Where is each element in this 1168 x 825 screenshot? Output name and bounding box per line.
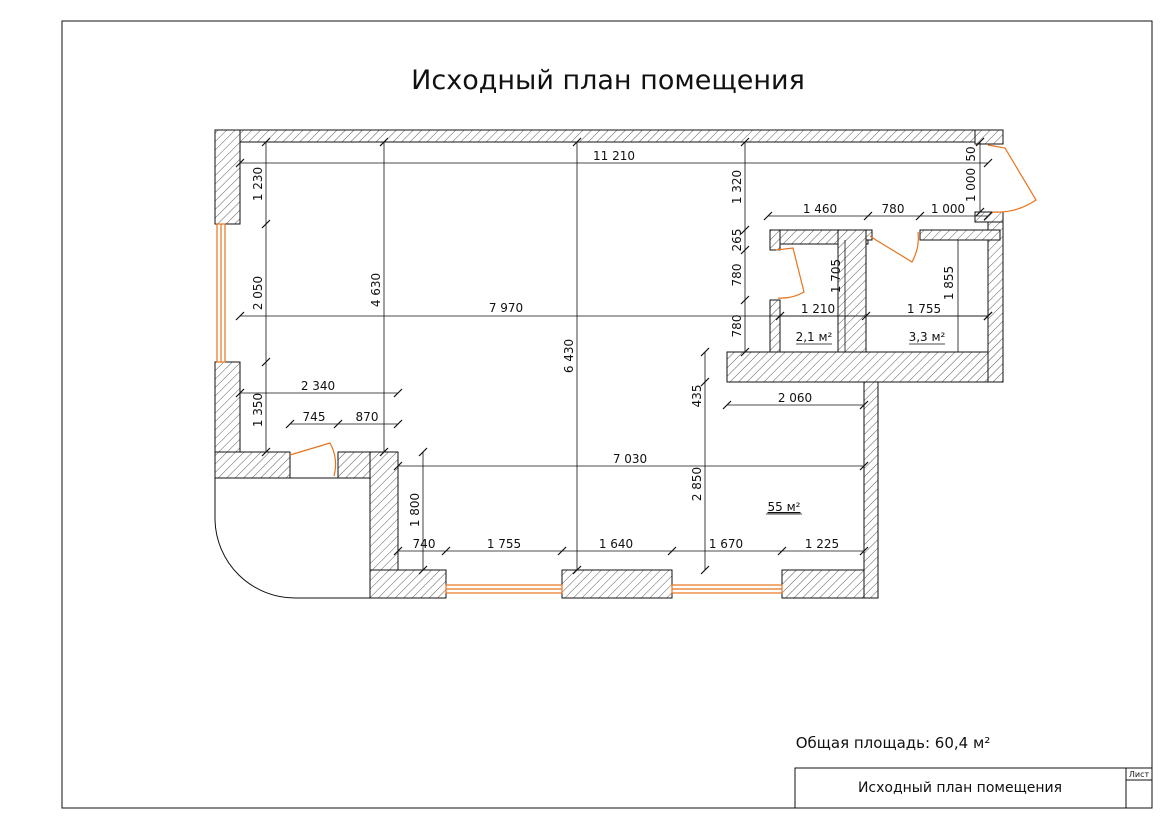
dim-height-center: 6 430 <box>562 339 576 373</box>
room-area-small-1: 2,1 м² <box>796 330 833 344</box>
dim-left-bottom: 1 350 <box>251 393 265 427</box>
dim-bottom-inner: 7 030 <box>613 452 647 466</box>
dim-left-top: 1 230 <box>251 167 265 201</box>
dim-door-to-wall: 870 <box>356 410 379 424</box>
dim-step-435: 435 <box>690 385 704 408</box>
dim-s-1705: 1 705 <box>829 259 843 293</box>
dimension-lines <box>235 137 993 575</box>
title-block-sheet-label: Лист <box>1129 770 1150 779</box>
total-area: Общая площадь: 60,4 м² <box>796 734 991 752</box>
dim-width-mid: 7 970 <box>489 301 523 315</box>
room-areas: 55 м² 2,1 м² 3,3 м² <box>766 330 946 515</box>
dim-right-step: 2 850 <box>690 467 704 501</box>
dim-b1: 740 <box>413 537 436 551</box>
dim-b3: 1 640 <box>599 537 633 551</box>
dim-top-total: 11 210 <box>593 149 635 163</box>
dim-s-780b: 780 <box>730 264 744 287</box>
dim-height-left: 4 630 <box>369 273 383 307</box>
dim-lower-height: 1 800 <box>408 493 422 527</box>
corner-arc <box>214 478 370 599</box>
dim-b4: 1 670 <box>709 537 743 551</box>
dim-b5: 1 225 <box>805 537 839 551</box>
title-block-name: Исходный план помещения <box>858 780 1062 796</box>
dim-top-1000: 1 000 <box>964 168 978 202</box>
sheet-frame <box>61 20 1153 809</box>
room-area-main: 55 м² <box>768 500 801 514</box>
dim-b2: 1 755 <box>487 537 521 551</box>
dim-s-780c: 780 <box>730 315 744 338</box>
door-small-room-2 <box>869 231 919 263</box>
door-top-right <box>987 144 1037 213</box>
walls <box>214 129 1004 599</box>
dim-s-1210: 1 210 <box>801 302 835 316</box>
dimension-labels: 11 210 7 970 7 030 2 340 745 870 740 1 7… <box>251 146 978 551</box>
windows <box>216 223 783 594</box>
drawing-title: Исходный план помещения <box>411 65 805 96</box>
dim-entry-wall: 745 <box>303 410 326 424</box>
dim-s-1460: 1 460 <box>803 202 837 216</box>
door-entry <box>289 442 337 477</box>
title-block <box>794 767 1153 809</box>
door-small-room-1 <box>775 247 805 299</box>
dim-s-1000: 1 000 <box>931 202 965 216</box>
room-area-small-2: 3,3 м² <box>909 330 946 344</box>
dim-s-1855: 1 855 <box>942 266 956 300</box>
doors <box>289 144 1037 477</box>
dim-s-1755: 1 755 <box>907 302 941 316</box>
dim-s-780a: 780 <box>882 202 905 216</box>
dim-entry-width: 2 340 <box>301 379 335 393</box>
dim-left-window: 2 050 <box>251 276 265 310</box>
dim-s-265: 265 <box>730 229 744 252</box>
dim-step-2060: 2 060 <box>778 391 812 405</box>
dim-top-1320: 1 320 <box>730 170 744 204</box>
dim-top-50: 50 <box>964 146 978 161</box>
